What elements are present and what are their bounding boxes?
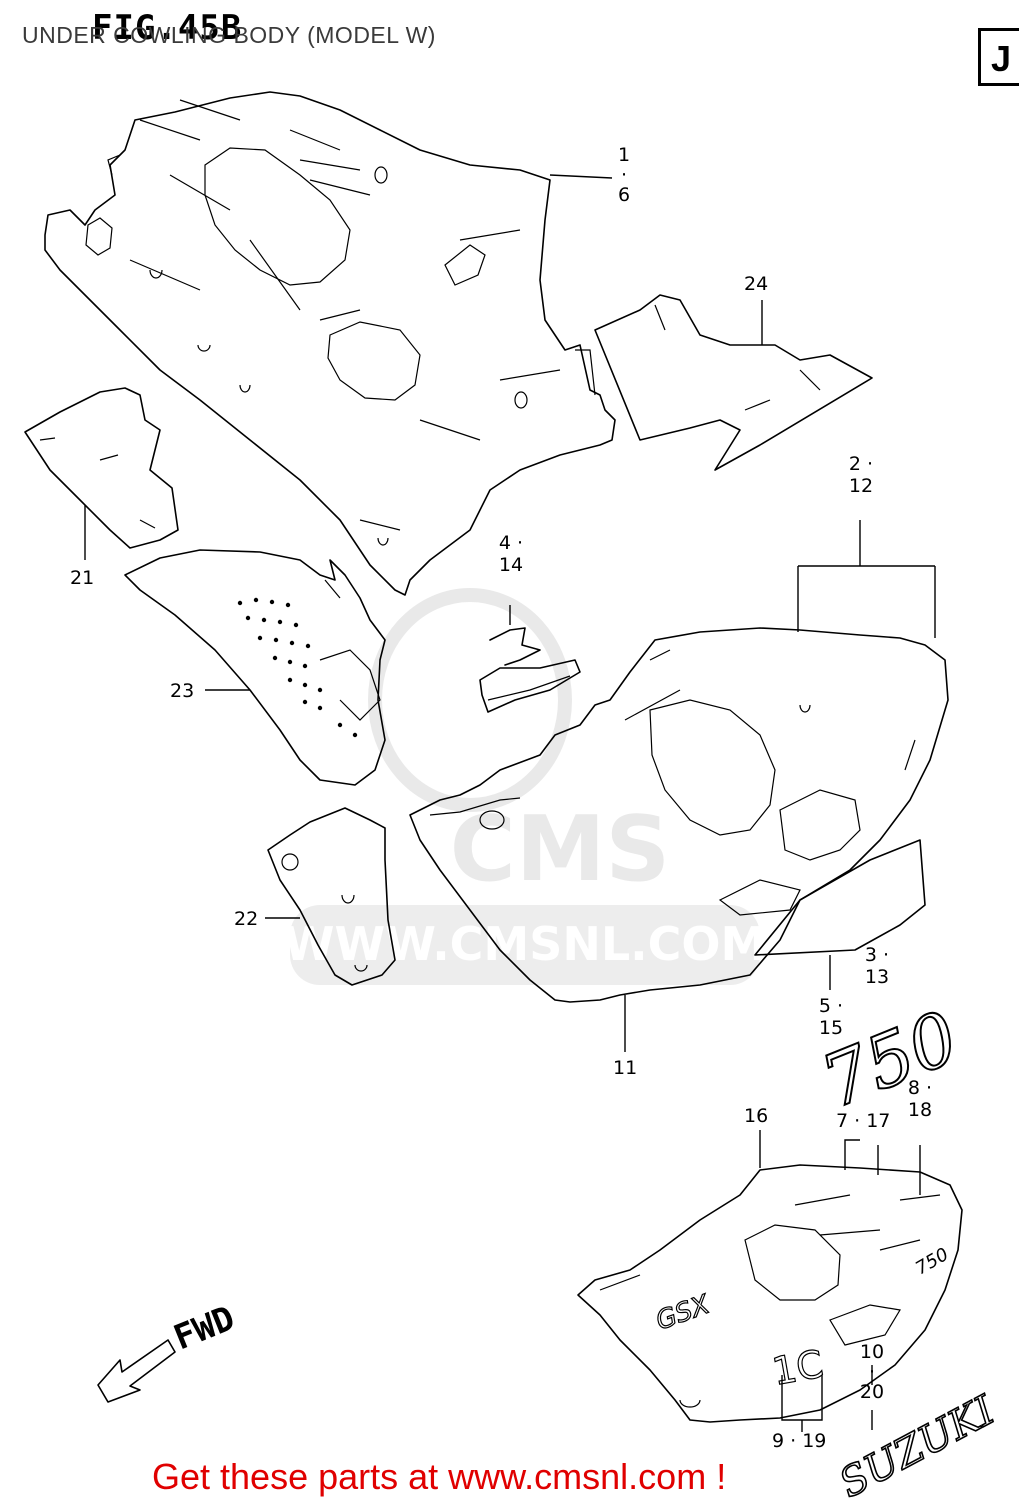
- svg-text:CMS: CMS: [450, 797, 670, 902]
- callout-23: 23: [170, 680, 195, 702]
- callout-8-18: 8 · 18: [907, 1077, 933, 1121]
- part-24-inner-panel: [594, 294, 873, 471]
- callout-3-13: 3 · 13: [864, 944, 890, 988]
- cms-watermark: WWW.CMSNL.COM CMS: [284, 588, 767, 985]
- callout-4-14: 4 · 14: [498, 532, 524, 576]
- callout-21: 21: [70, 567, 95, 589]
- callout-9-19: 9 · 19: [772, 1430, 827, 1452]
- leader-lines: [84, 174, 936, 1432]
- part-4-gsxr-decal: [479, 627, 581, 713]
- callout-24: 24: [744, 273, 769, 295]
- section-badge: J: [978, 28, 1019, 86]
- footer-parts-link[interactable]: Get these parts at www.cmsnl.com !: [152, 1456, 727, 1497]
- svg-text:WWW.CMSNL.COM: WWW.CMSNL.COM: [284, 917, 767, 971]
- callout-11: 11: [613, 1057, 638, 1079]
- callout-1-6: 1 · 6: [617, 144, 631, 206]
- figure-label: FIG.45B: [92, 8, 243, 48]
- part-2-right-fairing: [409, 627, 949, 1003]
- part-21-small-panel: [24, 387, 179, 549]
- part-16-lower-fairing: GSX 750 1C: [577, 1164, 963, 1423]
- part-22-small-panel: [267, 807, 396, 986]
- svg-text:SUZUKI: SUZUKI: [832, 1387, 1003, 1500]
- fwd-arrow-icon: [97, 1339, 176, 1403]
- part-upper-side-cowl: [44, 91, 616, 596]
- diagram-caption: UNDER COWLING BODY (MODEL W): [22, 22, 436, 48]
- part-suzuki-decal: SUZUKI: [831, 1386, 1004, 1500]
- callout-2-12: 2 · 12: [848, 453, 874, 497]
- svg-text:750: 750: [912, 1244, 952, 1279]
- callout-16: 16: [744, 1105, 769, 1127]
- svg-text:GSX: GSX: [652, 1289, 715, 1336]
- svg-text:1C: 1C: [769, 1342, 827, 1394]
- callout-22: 22: [234, 908, 259, 930]
- fwd-label: FWD: [168, 1298, 240, 1358]
- callout-7-17: 7 · 17: [836, 1110, 891, 1132]
- part-23-perforated-panel: [124, 549, 386, 786]
- callout-10-20: 10 · 20: [859, 1341, 885, 1403]
- callout-5-15: 5 · 15: [818, 995, 844, 1039]
